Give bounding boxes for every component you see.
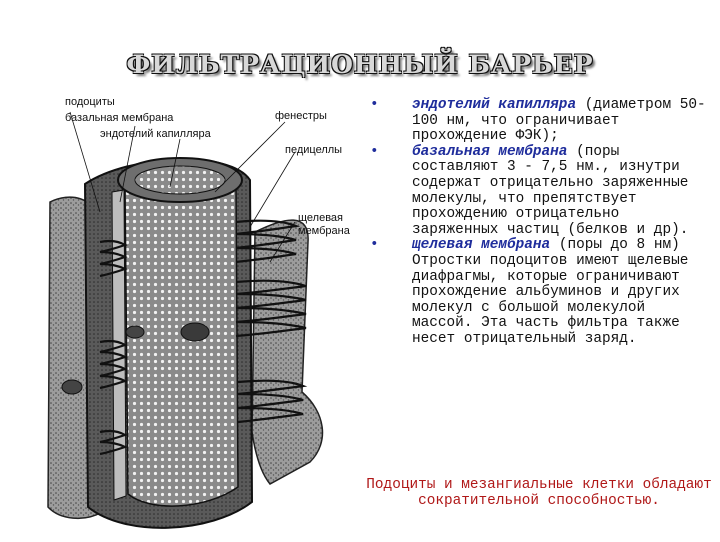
layer-term: эндотелий капилляра: [412, 97, 577, 113]
label-slit-membrane-2: мембрана: [298, 225, 350, 237]
label-pedicels: педицеллы: [285, 144, 343, 156]
layer-term: базальная мембрана: [412, 143, 568, 160]
filtration-barrier-illustration: подоциты базальная мембрана эндотелий ка…: [40, 92, 370, 537]
bullet-icon: •: [370, 143, 379, 160]
layer-description: (поры до 8 нм) Отростки подоцитов имеют …: [412, 237, 689, 347]
capillary-drawing: [47, 111, 324, 529]
list-item: • базальная мембрана (поры составляют 3 …: [368, 143, 708, 239]
endothelium-surface: [124, 177, 239, 507]
layer-description: (поры составляют 3 - 7,5 нм., изнутри со…: [412, 143, 689, 238]
pedicels: [99, 219, 308, 456]
barrier-layers-list: • эндотелий капилляра (диаметром 50-100 …: [368, 97, 708, 348]
footer-note: Подоциты и мезангиальные клетки обладают…: [366, 477, 712, 509]
label-endothelium: эндотелий капилляра: [100, 128, 211, 140]
list-item: • эндотелий капилляра (диаметром 50-100 …: [368, 97, 708, 145]
cell-nucleus: [125, 325, 145, 339]
label-fenestrae: фенестры: [275, 110, 327, 122]
cell-nucleus: [61, 379, 83, 395]
label-podocytes: подоциты: [65, 96, 115, 108]
page-title: ФИЛЬТРАЦИОННЫЙ БАРЬЕР: [126, 50, 594, 79]
label-slit-membrane-1: щелевая: [298, 212, 344, 224]
bullet-icon: •: [370, 97, 379, 113]
label-basal-membrane: базальная мембрана: [65, 112, 174, 124]
layer-term: щелевая мембрана: [412, 237, 551, 254]
bullet-icon: •: [370, 237, 379, 254]
list-item: • щелевая мембрана (поры до 8 нм) Отрост…: [368, 238, 708, 347]
cell-nucleus: [180, 322, 210, 342]
layer-description: (диаметром 50-100 нм, что ограничивает п…: [412, 97, 706, 145]
